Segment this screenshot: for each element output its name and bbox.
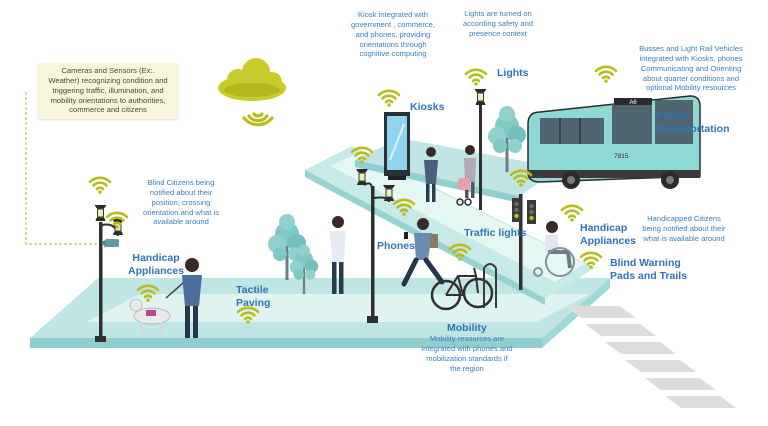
person-with-phone-icon (401, 218, 445, 287)
label-line: Paving (236, 297, 271, 310)
busses-note: Busses and Light Rail Vehicles integrate… (620, 44, 762, 93)
wheelchair-icon (533, 221, 575, 277)
label-phones: Phones (377, 240, 415, 252)
wifi-icon (464, 68, 488, 88)
blind-person-icon (165, 258, 202, 338)
label-line: Blind Warning (610, 257, 681, 269)
lights-turned-on-note: Lights are turned on according safety an… (448, 9, 548, 39)
label-handicap-appliances-right: Handicap Appliances (580, 222, 636, 248)
cameras-sensors-callout: Cameras and Sensors (Ex:. Weather) recog… (38, 63, 178, 119)
kiosk-integrated-note: Kiosk integrated with government , comme… (338, 10, 448, 59)
label-line: Pads and Trails (610, 270, 688, 283)
note-line: what is available around (643, 233, 725, 243)
note-line: presence context (469, 28, 527, 38)
note-line: government , commerce, (351, 19, 435, 29)
label-line: Transportation (656, 123, 730, 136)
note-line: Blind Citizens being (147, 178, 215, 187)
note-line: Cameras and Sensors (Ex:. (61, 66, 155, 75)
label-tactile-paving: Tactile Paving (236, 284, 270, 310)
note-line: position, crossing (151, 197, 211, 207)
note-line: orientations through (359, 39, 427, 49)
note-line: integrated with Kiosks, phones (639, 53, 743, 63)
note-line: Busses and Light Rail Vehicles (639, 44, 743, 53)
note-line: available around (153, 217, 209, 227)
note-line: according safety and (462, 18, 534, 28)
label-kiosks: Kiosks (410, 101, 445, 113)
blind-citizens-note: Blind Citizens being notified about thei… (128, 178, 234, 227)
note-line: notified about their (149, 187, 213, 197)
cloud-wifi-icon (242, 112, 274, 127)
note-line: Lights are turned on (464, 9, 532, 18)
note-line: mobilization standards if (426, 353, 508, 363)
crosswalk (565, 306, 736, 408)
street-lamp-icon (356, 169, 395, 323)
label-handicap-appliances-left: Handicap Appliances (128, 252, 184, 278)
note-line: Mobility resources are (429, 334, 505, 343)
guide-dog-icon (129, 298, 171, 334)
note-line: triggering traffic, illumination, and (52, 85, 164, 95)
person-with-stroller-icon (456, 145, 476, 206)
label-line: Appliances (128, 265, 185, 278)
label-mobility: Mobility (447, 322, 487, 334)
note-line: cognitive computing (359, 49, 427, 59)
note-line: optional Mobility resources (646, 83, 736, 93)
person-icon (330, 216, 346, 294)
label-lights: Lights (497, 67, 529, 79)
wifi-icon (88, 176, 112, 196)
handicapped-citizens-note: Handicapped Citizens being notified abou… (626, 214, 742, 244)
label-line: Public (656, 110, 688, 122)
wifi-icon (594, 65, 618, 85)
label-traffic-lights: Traffic lights (464, 227, 527, 239)
note-line: Kiosk integrated with (357, 10, 429, 19)
label-line: Appliances (580, 235, 637, 248)
note-line: and phones, providing (355, 29, 431, 39)
bus-icon: A6 7815 (527, 95, 701, 189)
note-line: Communicating and Orienting (640, 63, 742, 73)
note-line: mobility orientations to authorities, (50, 95, 166, 105)
camera-icon (102, 239, 119, 247)
bus-route-number: A6 (629, 100, 637, 106)
bicycle-icon (430, 263, 497, 311)
cameras-sensors-note: Cameras and Sensors (Ex:. Weather) recog… (38, 63, 178, 115)
note-line: about quarter conditions and (642, 73, 740, 83)
note-line: Weather) recognizing condition and (48, 75, 168, 85)
mobility-resources-note: Mobility resources are integrated with p… (408, 334, 526, 373)
label-line: Handicap (132, 252, 180, 264)
note-line: commerce and citizens (69, 105, 147, 115)
bus-fleet-number: 7815 (614, 153, 629, 160)
note-line: orientation and what is (143, 207, 219, 217)
label-line: Tactile (236, 284, 269, 296)
street-lamp-icon (474, 89, 487, 210)
note-line: being notified about their (642, 223, 726, 233)
cloud-icon (218, 58, 286, 101)
note-line: Handicapped Citizens (647, 214, 721, 223)
label-line: Handicap (580, 222, 628, 234)
kiosk-icon (384, 112, 410, 180)
note-line: the region (450, 363, 484, 373)
wifi-icon (560, 204, 584, 224)
street-lamp-icon (94, 205, 124, 342)
traffic-light-icon (512, 194, 536, 290)
note-line: integrated with phones and (421, 343, 513, 353)
person-icon (424, 147, 438, 202)
wifi-icon (377, 89, 401, 109)
callout-connector (25, 92, 104, 245)
label-blind-warning: Blind Warning Pads and Trails (610, 257, 687, 283)
label-public-transportation: Public Transportation (656, 110, 730, 136)
